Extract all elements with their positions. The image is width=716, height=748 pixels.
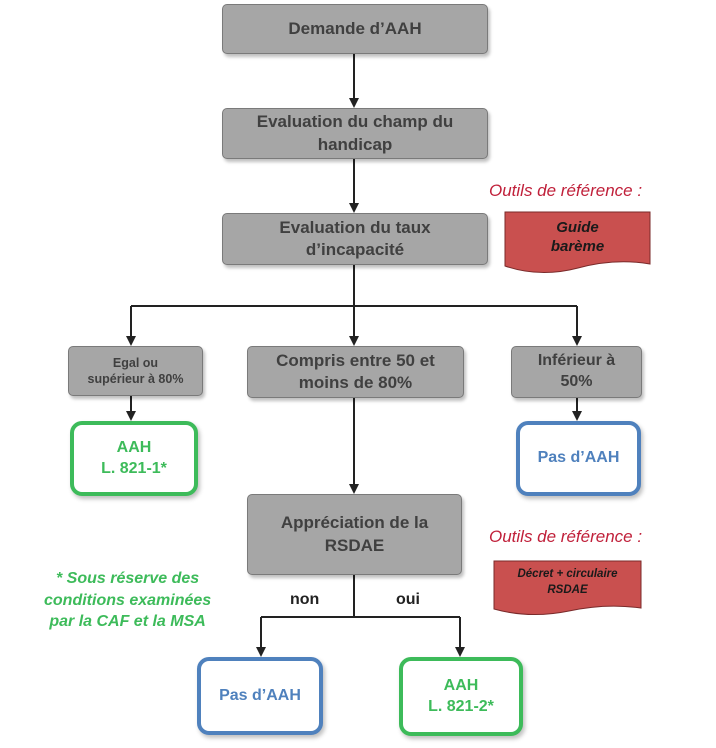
- node-egal-superieur: Egal ou supérieur à 80%: [68, 346, 203, 396]
- footnote-reserve: * Sous réserve des conditions examinées …: [44, 570, 212, 631]
- node-inferieur-label: Inférieur à 50%: [537, 352, 616, 390]
- reference-doc-guide-bareme: Guide barème: [550, 218, 605, 256]
- node-pas-aah-2-label: Pas d’AAH: [219, 686, 301, 704]
- node-evaluation-champ-label: Evaluation du champ du handicap: [256, 112, 454, 154]
- node-pas-aah-1-label: Pas d’AAH: [537, 449, 620, 467]
- reference-doc-decret: Décret + circulaire RSDAE: [517, 568, 618, 596]
- node-pas-aah-1: Pas d’AAH: [516, 421, 641, 496]
- node-aah-l821-1: AAH L. 821-1*: [70, 421, 198, 496]
- reference-label-1: Outils de référence :: [489, 181, 643, 200]
- node-pas-aah-2: Pas d’AAH: [197, 657, 323, 735]
- node-demande-label: Demande d’AAH: [288, 18, 422, 38]
- node-aah-l821-1-label: AAH L. 821-1*: [101, 438, 167, 477]
- branch-label-non: non: [290, 591, 320, 608]
- node-egal-superieur-label: Egal ou supérieur à 80%: [87, 355, 184, 386]
- document-shape-decret: [493, 560, 642, 616]
- document-shape-guide: [504, 211, 651, 274]
- node-aah-l821-2: AAH L. 821-2*: [399, 657, 523, 736]
- branch-label-oui: oui: [396, 591, 420, 608]
- node-evaluation-taux: Evaluation du taux d’incapacité: [222, 213, 488, 265]
- node-compris-entre: Compris entre 50 et moins de 80%: [247, 346, 464, 398]
- node-inferieur: Inférieur à 50%: [511, 346, 642, 398]
- node-demande: Demande d’AAH: [222, 4, 488, 54]
- node-evaluation-taux-label: Evaluation du taux d’incapacité: [279, 217, 431, 259]
- node-aah-l821-2-label: AAH L. 821-2*: [428, 676, 494, 715]
- reference-label-2: Outils de référence :: [489, 527, 643, 546]
- node-compris-entre-label: Compris entre 50 et moins de 80%: [276, 350, 435, 392]
- node-appreciation-rsdae-label: Appréciation de la RSDAE: [280, 513, 429, 555]
- node-appreciation-rsdae: Appréciation de la RSDAE: [247, 494, 462, 575]
- node-evaluation-champ: Evaluation du champ du handicap: [222, 108, 488, 159]
